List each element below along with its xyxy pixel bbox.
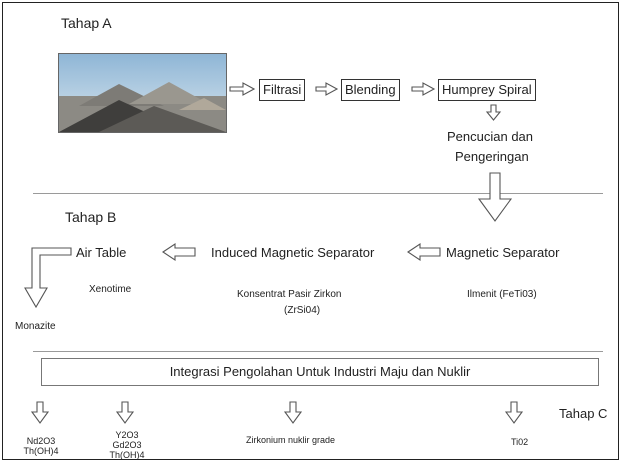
integration-box: Integrasi Pengolahan Untuk Industri Maju… bbox=[41, 358, 599, 386]
arrow-layer bbox=[24, 82, 524, 424]
output-2-line2: Gd2O3 bbox=[112, 440, 142, 450]
wash-label-line1: Pencucian dan bbox=[447, 129, 534, 144]
monazite-label: Monazite bbox=[15, 321, 56, 332]
arrow-down-icon bbox=[115, 401, 135, 424]
arrow-left-icon bbox=[407, 242, 441, 262]
arrow-down-icon bbox=[30, 401, 50, 424]
arrow-down-icon bbox=[283, 401, 303, 424]
output-3: Zirkonium nuklir grade bbox=[246, 435, 336, 445]
humprey-spiral-box: Humprey Spiral bbox=[438, 79, 536, 101]
stage-a-title: Tahap A bbox=[61, 15, 112, 31]
xenotime-label: Xenotime bbox=[89, 284, 132, 295]
diagram-frame: Tahap A Filtrasi Blending Humprey Spiral… bbox=[2, 2, 619, 460]
arrow-right-icon bbox=[411, 82, 436, 96]
output-1-line1: Nd2O3 bbox=[26, 436, 56, 446]
output-1: Nd2O3 Th(OH)4 bbox=[23, 436, 59, 456]
output-4: Ti02 bbox=[511, 437, 529, 447]
output-2-line3: Th(OH)4 bbox=[109, 450, 145, 460]
divider-a-b bbox=[33, 193, 603, 194]
arrow-down-left-icon bbox=[24, 247, 72, 309]
air-table-label: Air Table bbox=[76, 245, 127, 260]
output-2-line1: Y2O3 bbox=[115, 430, 139, 440]
induced-magnetic-separator-label: Induced Magnetic Separator bbox=[211, 245, 375, 260]
arrow-down-icon bbox=[485, 104, 502, 121]
output-1-line2: Th(OH)4 bbox=[23, 446, 59, 456]
output-2: Y2O3 Gd2O3 Th(OH)4 bbox=[105, 430, 149, 460]
arrow-down-icon bbox=[504, 401, 524, 424]
wash-label-line2: Pengeringan bbox=[455, 149, 529, 164]
filtrasi-box: Filtrasi bbox=[259, 79, 306, 101]
magnetic-separator-label: Magnetic Separator bbox=[446, 245, 560, 260]
zircon-concentrate-label-line1: Konsentrat Pasir Zirkon bbox=[237, 289, 342, 300]
integration-label: Integrasi Pengolahan Untuk Industri Maju… bbox=[169, 364, 471, 379]
arrow-right-icon bbox=[229, 82, 256, 96]
stage-b-title: Tahap B bbox=[65, 209, 117, 225]
blending-box: Blending bbox=[341, 79, 400, 101]
arrow-down-icon bbox=[477, 172, 513, 222]
arrow-right-icon bbox=[315, 82, 339, 96]
ilmenite-label: Ilmenit (FeTi03) bbox=[467, 289, 537, 300]
sand-piles-photo bbox=[58, 53, 227, 133]
stage-c-title: Tahap C bbox=[559, 406, 608, 421]
divider-b-c bbox=[33, 351, 603, 352]
arrow-left-icon bbox=[162, 242, 196, 262]
zircon-concentrate-label-line2: (ZrSi04) bbox=[284, 305, 321, 316]
